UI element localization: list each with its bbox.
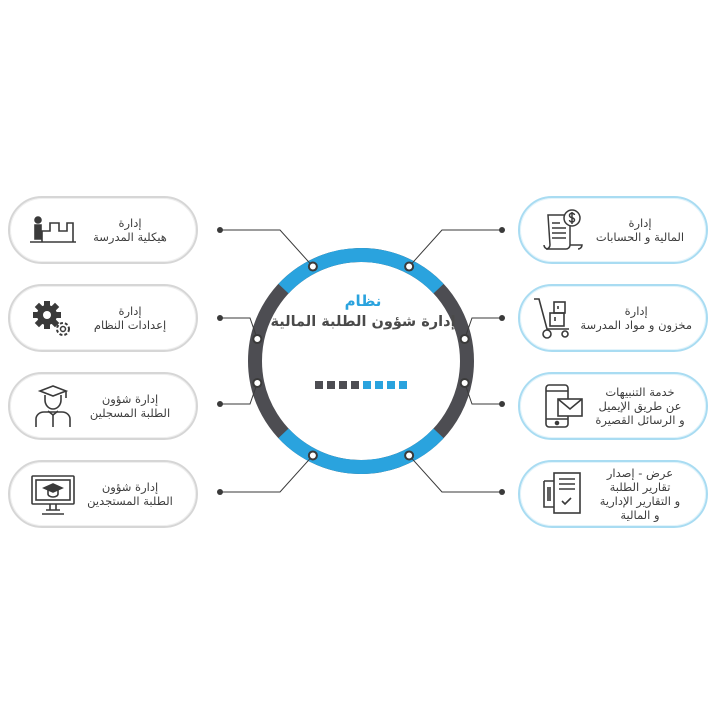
connector-end-dot xyxy=(499,489,505,495)
module-label-line: إدارة شؤون xyxy=(101,392,159,406)
module-label-line: إدارة xyxy=(118,304,142,318)
module-inventory[interactable]: إدارة مخزون و مواد المدرسة xyxy=(518,284,708,352)
connector-end-dot xyxy=(217,401,223,407)
progress-step xyxy=(327,381,335,389)
connector-end-dot xyxy=(217,489,223,495)
ring-arc-bottom xyxy=(278,428,444,474)
progress-step xyxy=(387,381,395,389)
module-school-structure[interactable]: إدارة هيكلية المدرسة xyxy=(8,196,198,264)
phone-email-icon xyxy=(538,381,588,431)
invoice-dollar-icon xyxy=(538,205,588,255)
progress-indicator xyxy=(315,381,407,389)
module-registered-students[interactable]: إدارة شؤون الطلبة المسجلين xyxy=(8,372,198,440)
module-label-line: تقارير الطلبة xyxy=(609,480,671,494)
ring-node-dot xyxy=(252,378,263,389)
ring-node-dot xyxy=(459,378,470,389)
ring-node-dot xyxy=(252,333,263,344)
module-notifications[interactable]: خدمة التنبيهات عن طريق الإيميل و الرسائل… xyxy=(518,372,708,440)
connector-line xyxy=(220,455,314,493)
connector-line xyxy=(220,382,258,405)
connector-line xyxy=(408,455,502,493)
module-label-line: الطلبة المستجدين xyxy=(87,494,173,508)
ring-node-dot xyxy=(307,261,318,272)
module-label-line: الطلبة المسجلين xyxy=(89,406,171,420)
connector-line xyxy=(464,382,502,405)
module-label-line: مخزون و مواد المدرسة xyxy=(580,318,692,332)
connector-end-dot xyxy=(499,227,505,233)
ring-node-dot xyxy=(404,450,415,461)
connector-line xyxy=(408,229,502,267)
ring-node-dot xyxy=(307,450,318,461)
module-label-line: عن طريق الإيميل xyxy=(598,399,682,413)
hand-truck-icon xyxy=(530,293,580,343)
connector-line xyxy=(464,317,502,340)
module-label-line: المالية و الحسابات xyxy=(595,230,685,244)
graduate-student-icon xyxy=(28,381,78,431)
connector-line xyxy=(220,317,258,340)
ring-node-dot xyxy=(459,333,470,344)
module-label-line: و المالية xyxy=(620,508,660,522)
module-label-line: إدارة شؤون xyxy=(101,480,159,494)
module-reports[interactable]: عرض - إصدار تقارير الطلبة و التقارير الإ… xyxy=(518,460,708,528)
progress-step xyxy=(375,381,383,389)
center-title-line2: إدارة شؤون الطلبة المالية xyxy=(270,314,456,330)
module-system-settings[interactable]: إدارة إعدادات النظام xyxy=(8,284,198,352)
module-label-line: إدارة xyxy=(624,304,648,318)
module-label-line: و التقارير الإدارية xyxy=(599,494,681,508)
progress-step xyxy=(363,381,371,389)
connector-end-dot xyxy=(499,315,505,321)
ring-node-dot xyxy=(404,261,415,272)
progress-step xyxy=(351,381,359,389)
computer-graduation-icon xyxy=(28,469,78,519)
center-title-line1: نظام xyxy=(344,292,382,310)
progress-step xyxy=(399,381,407,389)
progress-step xyxy=(315,381,323,389)
module-new-students[interactable]: إدارة شؤون الطلبة المستجدين xyxy=(8,460,198,528)
module-label-line: إدارة xyxy=(628,216,652,230)
module-label-line: إعدادات النظام xyxy=(93,318,167,332)
report-document-icon xyxy=(538,469,588,519)
connector-line xyxy=(220,229,314,267)
center-title: نظام إدارة شؤون الطلبة المالية xyxy=(258,292,468,332)
module-label-line: خدمة التنبيهات xyxy=(605,385,675,399)
connector-end-dot xyxy=(217,315,223,321)
ring-arc-top xyxy=(278,248,444,294)
module-label-line: إدارة xyxy=(118,216,142,230)
module-label-line: هيكلية المدرسة xyxy=(93,230,167,244)
gears-icon xyxy=(28,293,78,343)
school-structure-icon xyxy=(28,205,78,255)
connector-end-dot xyxy=(217,227,223,233)
connector-end-dot xyxy=(499,401,505,407)
module-label-line: و الرسائل القصيرة xyxy=(595,413,685,427)
module-finance-accounts[interactable]: إدارة المالية و الحسابات xyxy=(518,196,708,264)
module-label-line: عرض - إصدار xyxy=(606,466,674,480)
progress-step xyxy=(339,381,347,389)
